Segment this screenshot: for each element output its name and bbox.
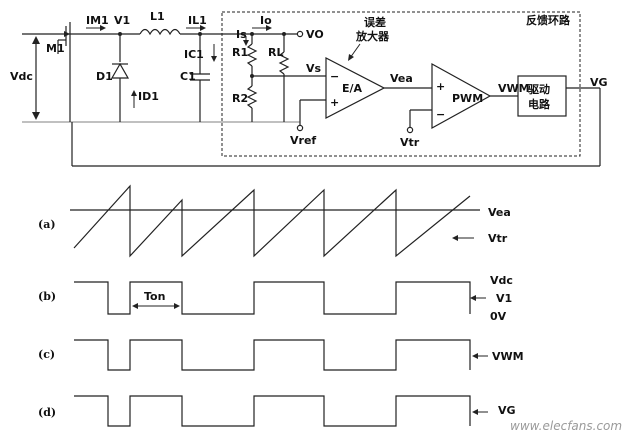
circuit-labels: Vdc M1 IM1 V1 L1 IL1 Io VO D1 ID1 IC1 C1… — [10, 10, 608, 149]
label-vg: VG — [590, 76, 608, 89]
vtr-sawtooth — [73, 184, 471, 258]
label-vtr: Vtr — [400, 136, 420, 149]
vwm-wave — [74, 339, 471, 371]
waveform-c: (c) VWM — [38, 339, 524, 371]
label-rl: RL — [268, 46, 283, 59]
feedback-title: 反馈环路 — [526, 13, 571, 27]
label-vwm: VWM — [498, 82, 530, 95]
error-amplifier — [296, 43, 432, 132]
label-vref: Vref — [290, 134, 316, 147]
error-amp-label-1: 误差 — [364, 15, 386, 29]
label-ic1: IC1 — [184, 48, 204, 61]
label-vo: VO — [306, 28, 324, 41]
label-v1: V1 — [114, 14, 130, 27]
label-m1: M1 — [46, 42, 65, 55]
row-tag-d: (d) — [38, 406, 56, 419]
vg-wave — [74, 395, 471, 427]
label-is: Is — [236, 28, 247, 41]
wave-label-vtr: Vtr — [488, 232, 508, 245]
label-ea: E/A — [342, 82, 363, 95]
row-tag-a: (a) — [38, 218, 56, 231]
driver-block — [517, 75, 600, 117]
wave-label-vg: VG — [498, 404, 516, 417]
wave-label-vwm: VWM — [492, 350, 524, 363]
label-pwm: PWM — [452, 92, 483, 105]
label-il1: IL1 — [188, 14, 207, 27]
label-d1: D1 — [96, 70, 113, 83]
label-c1: C1 — [180, 70, 196, 83]
waveform-a: (a) Vea Vtr — [38, 184, 511, 258]
ton-label: Ton — [144, 290, 165, 303]
waveform-b: (b) Ton Vdc V1 0V — [38, 274, 513, 323]
driver-label-1: 驱动 — [528, 82, 550, 96]
row-tag-c: (c) — [38, 348, 55, 361]
error-amp-label-2: 放大器 — [355, 29, 390, 43]
ea-minus-sign: − — [330, 70, 339, 83]
label-r1: R1 — [232, 46, 248, 59]
v1-wave — [74, 281, 471, 315]
label-vea: Vea — [390, 72, 413, 85]
ea-plus-sign: + — [330, 96, 339, 109]
label-r2: R2 — [232, 92, 248, 105]
label-l1: L1 — [150, 10, 165, 23]
label-id1: ID1 — [138, 90, 159, 103]
label-io: Io — [260, 14, 272, 27]
label-im1: IM1 — [86, 14, 109, 27]
power-stage — [22, 22, 601, 167]
row-tag-b: (b) — [38, 290, 56, 303]
waveform-d: (d) VG — [38, 395, 516, 427]
label-vdc: Vdc — [10, 70, 33, 83]
label-vs: Vs — [306, 62, 322, 75]
watermark: www.elecfans.com — [510, 419, 622, 433]
driver-label-2: 电路 — [528, 97, 551, 111]
wave-label-vdc: Vdc — [490, 274, 513, 287]
wave-label-0v: 0V — [490, 310, 507, 323]
pwm-comparator — [406, 62, 518, 134]
wave-label-vea: Vea — [488, 206, 511, 219]
wave-label-v1: V1 — [496, 292, 512, 305]
pwm-plus-sign: + — [436, 80, 445, 93]
pwm-minus-sign: − — [436, 108, 445, 121]
feedback-loop-box — [221, 11, 581, 157]
